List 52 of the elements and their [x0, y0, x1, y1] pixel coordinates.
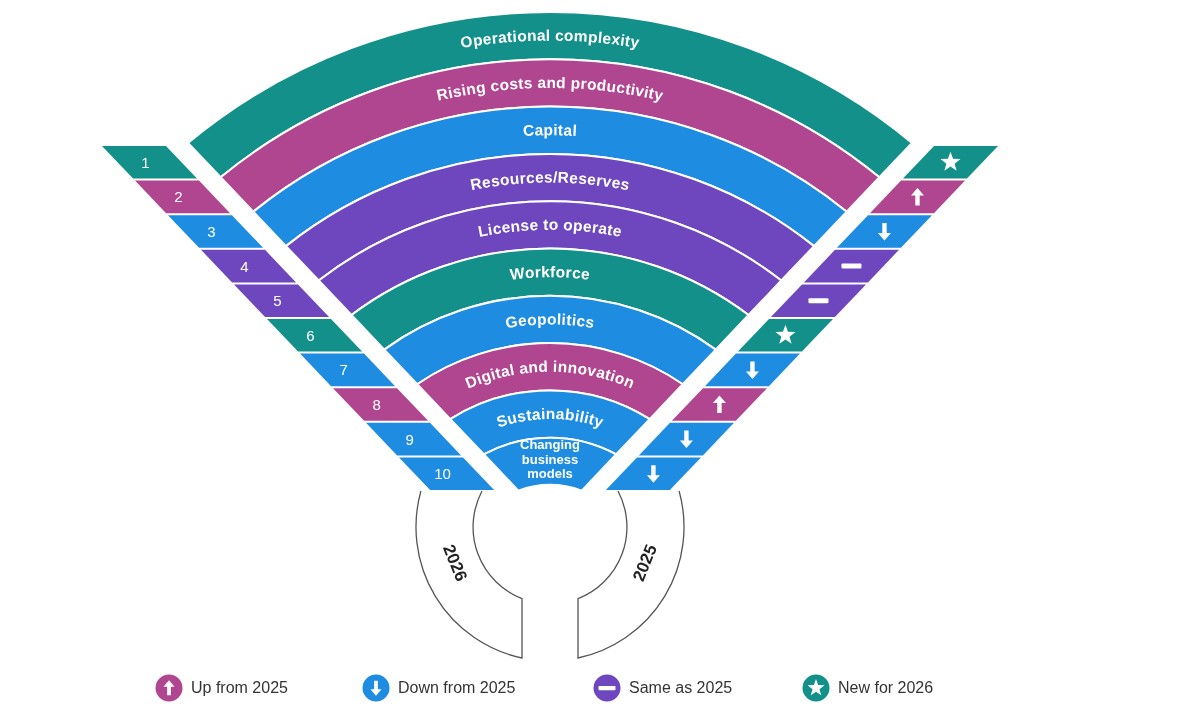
band-label: Changing business models: [519, 438, 581, 482]
status-strip: [605, 457, 701, 490]
year-label: 2025: [629, 541, 661, 585]
status-strip: [869, 180, 966, 214]
rank-number: 6: [306, 326, 315, 344]
rank-number: 3: [207, 223, 216, 240]
legend-label: Up from 2025: [191, 679, 288, 697]
band-label: Operational complexity: [459, 26, 641, 51]
rank-number: 7: [339, 361, 348, 379]
rank-strip: [267, 319, 363, 352]
band-label: Sustainability: [494, 405, 606, 431]
rank-strip: [333, 388, 429, 421]
arc-band: [383, 294, 717, 386]
status-strip: [704, 353, 800, 387]
arc-band: [285, 153, 815, 282]
rank-number: 5: [273, 292, 282, 310]
band-label: Workforce: [509, 263, 591, 283]
year-ring: [577, 490, 685, 659]
rank-number: 1: [141, 153, 150, 171]
rank-number: 8: [372, 396, 381, 413]
legend-label: Same as 2025: [629, 679, 733, 697]
rank-strip: [201, 249, 297, 283]
band-label: Resources/Reserves: [469, 168, 632, 194]
rank-strip: [399, 457, 495, 490]
status-strip: [737, 319, 833, 352]
rank-strip: [167, 215, 264, 248]
rank-strip: [234, 284, 330, 317]
band-label: Geopolitics: [504, 310, 596, 332]
rank-number: 9: [405, 430, 414, 448]
band-label: Capital: [522, 121, 578, 140]
arc-band: [252, 106, 848, 248]
rank-number: 2: [174, 188, 183, 206]
status-strip: [902, 146, 999, 179]
rank-number: 10: [434, 465, 451, 483]
status-strip: [803, 249, 899, 283]
status-strip: [638, 422, 734, 456]
arc-band: [350, 247, 750, 351]
rank-strip: [300, 353, 396, 387]
status-strip: [671, 388, 767, 421]
status-strip: [770, 284, 866, 317]
legend-label: New for 2026: [838, 679, 934, 697]
year-label: 2026: [439, 541, 471, 585]
status-strip: [836, 215, 933, 248]
band-label: Rising costs and productivity: [435, 73, 665, 104]
year-ring: [415, 490, 523, 659]
arc-band: [219, 59, 881, 213]
rank-strip: [366, 422, 462, 456]
rank-number: 4: [240, 257, 249, 275]
rank-strip: [134, 180, 231, 214]
rank-strip: [101, 146, 198, 179]
legend-label: Down from 2025: [398, 679, 516, 697]
band-label: License to operate: [476, 215, 624, 240]
